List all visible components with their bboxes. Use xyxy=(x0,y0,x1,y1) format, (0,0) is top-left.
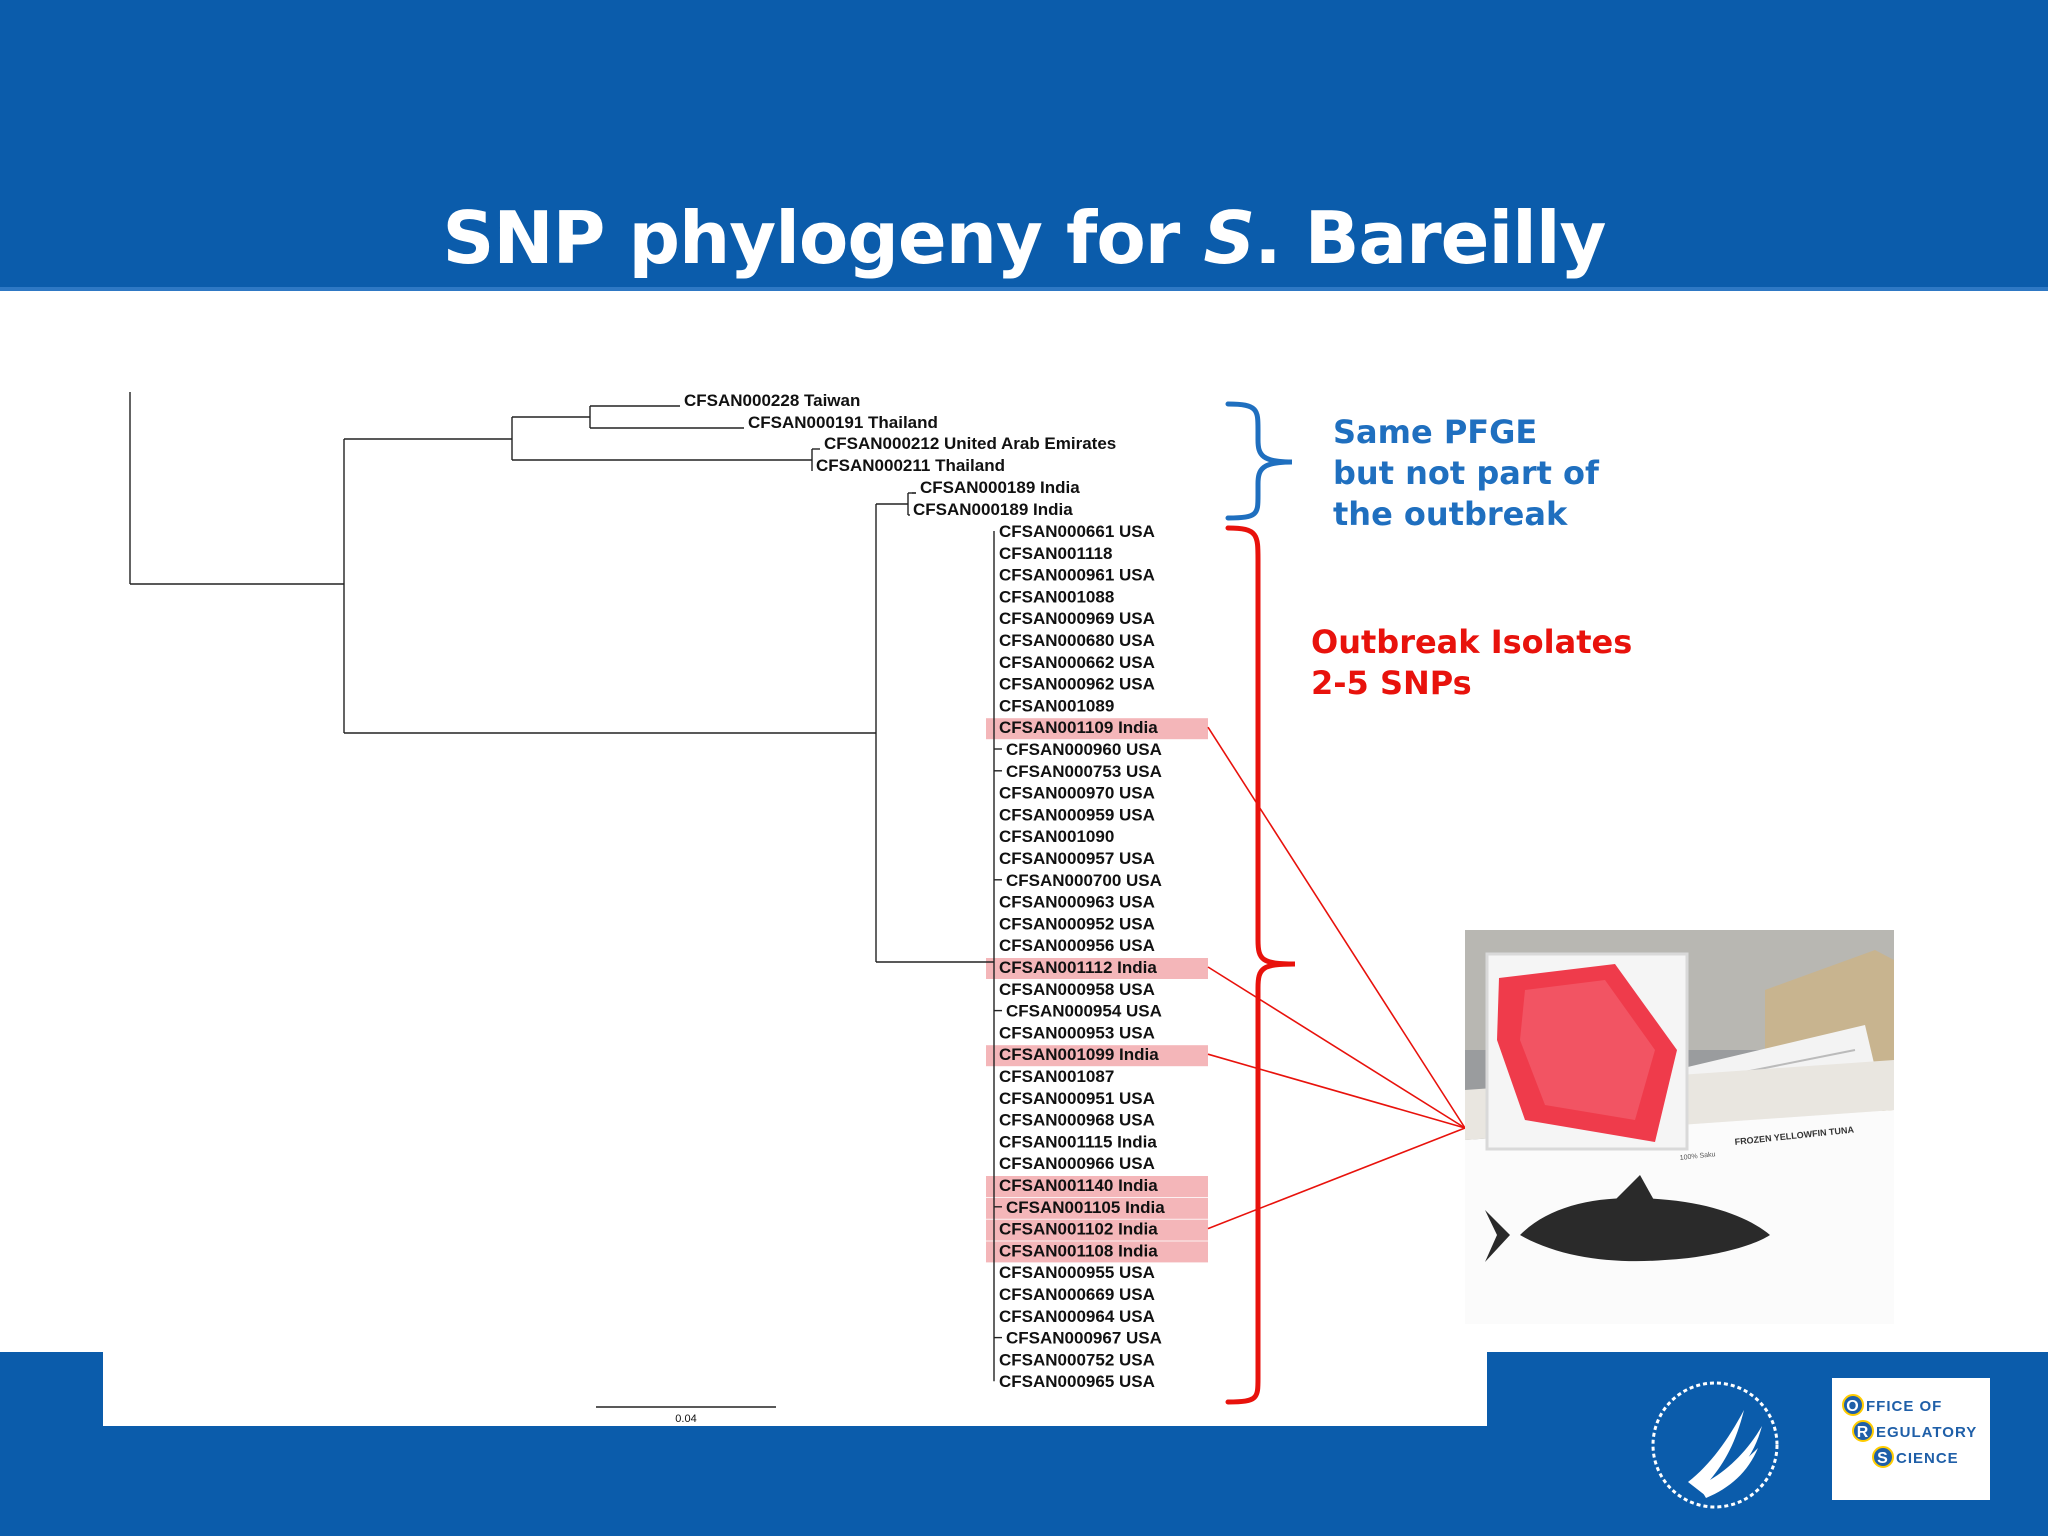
outbreak-tip-label: CFSAN001087 xyxy=(999,1067,1114,1086)
outbreak-tip-label: CFSAN001108 India xyxy=(999,1241,1158,1260)
outbreak-tip-label: CFSAN001118 xyxy=(999,544,1112,563)
annotation-same-pfge: Same PFGE but not part of the outbreak xyxy=(1333,412,1599,535)
photo-connector xyxy=(1207,1053,1466,1129)
outbreak-tip-label: CFSAN000700 USA xyxy=(1006,871,1162,890)
ors-rest-office: FFICE OF xyxy=(1866,1398,1943,1415)
hhs-logo xyxy=(1640,1370,1790,1520)
slide-title: SNP phylogeny for S. Bareilly xyxy=(0,196,2048,280)
tip-highlight xyxy=(986,1045,1208,1067)
outbreak-tip-label: CFSAN001089 xyxy=(999,696,1114,715)
tip-highlight xyxy=(986,718,1208,740)
outbreak-tip-label: CFSAN000662 USA xyxy=(999,653,1155,672)
outbreak-tip-label: CFSAN000957 USA xyxy=(999,849,1155,868)
outbreak-tip-label: CFSAN000969 USA xyxy=(999,609,1155,628)
outgroup-tip-label: CFSAN000191 Thailand xyxy=(748,413,938,432)
annotation-outbreak-isolates: Outbreak Isolates 2-5 SNPs xyxy=(1311,622,1632,704)
header-band xyxy=(0,0,2048,287)
annotation-blue-line: but not part of xyxy=(1333,454,1599,492)
outbreak-tip-label: CFSAN000958 USA xyxy=(999,980,1155,999)
photo-connector xyxy=(1207,966,1466,1129)
outgroup-tip-label: CFSAN000211 Thailand xyxy=(816,456,1005,475)
outbreak-tip-label: CFSAN001099 India xyxy=(999,1045,1159,1064)
outbreak-tip-label: CFSAN000955 USA xyxy=(999,1263,1155,1282)
scale-bar: 0.04 xyxy=(596,1406,776,1425)
title-italic: S xyxy=(1203,196,1255,280)
ors-initial-s: S xyxy=(1872,1446,1894,1468)
tuna-box-photo: FROZEN YELLOWFIN TUNA 100% Saku xyxy=(1465,930,1894,1324)
tip-highlight xyxy=(986,1241,1208,1263)
red-bracket xyxy=(1225,525,1296,1405)
outbreak-tip-label: CFSAN000753 USA xyxy=(1006,762,1162,781)
outbreak-tip-label: CFSAN000962 USA xyxy=(999,675,1155,694)
branch-layer xyxy=(129,392,1002,1382)
photo-connector xyxy=(1207,1127,1466,1230)
outbreak-tip-label: CFSAN001105 India xyxy=(1006,1198,1165,1217)
outbreak-tip-label: CFSAN000752 USA xyxy=(999,1350,1155,1369)
outbreak-tip-label: CFSAN001112 India xyxy=(999,958,1157,977)
outbreak-tip-label: CFSAN000669 USA xyxy=(999,1285,1155,1304)
outbreak-tip-label: CFSAN001109 India xyxy=(999,718,1158,737)
ors-rest-regulatory: EGULATORY xyxy=(1876,1424,1978,1441)
title-prefix: SNP phylogeny for xyxy=(442,196,1204,280)
annotation-blue-line: the outbreak xyxy=(1333,495,1568,533)
tip-highlight xyxy=(986,1197,1208,1219)
ors-initial-o: O xyxy=(1842,1394,1864,1416)
outbreak-tip-label: CFSAN000964 USA xyxy=(999,1307,1155,1326)
outbreak-tip-label: CFSAN000968 USA xyxy=(999,1111,1155,1130)
tip-highlight xyxy=(986,1219,1208,1241)
outbreak-tip-label: CFSAN000967 USA xyxy=(1006,1329,1162,1348)
outbreak-tip-label: CFSAN001102 India xyxy=(999,1220,1158,1239)
outbreak-tip-label: CFSAN000951 USA xyxy=(999,1089,1155,1108)
header-rule xyxy=(0,287,2048,291)
annotation-red-line: Outbreak Isolates xyxy=(1311,623,1633,661)
box-sublabel: 100% Saku xyxy=(1679,1151,1715,1162)
outbreak-tip-label: CFSAN000966 USA xyxy=(999,1154,1155,1173)
outbreak-tip-label: CFSAN000963 USA xyxy=(999,893,1155,912)
outbreak-tip-label: CFSAN000965 USA xyxy=(999,1372,1155,1391)
title-suffix: . Bareilly xyxy=(1254,196,1606,280)
outbreak-tip-label: CFSAN000954 USA xyxy=(1006,1002,1162,1021)
outbreak-tip-label: CFSAN000680 USA xyxy=(999,631,1155,650)
outgroup-tip-label: CFSAN000228 Taiwan xyxy=(684,391,860,410)
ors-initial-r: R xyxy=(1852,1420,1874,1442)
tip-highlight xyxy=(986,1176,1208,1197)
outgroup-tip-label: CFSAN000189 India xyxy=(920,478,1080,497)
outbreak-tip-label: CFSAN000661 USA xyxy=(999,522,1155,541)
outbreak-tip-label: CFSAN001090 xyxy=(999,827,1114,846)
outbreak-tip-label: CFSAN000959 USA xyxy=(999,805,1155,824)
outbreak-tip-label: CFSAN001088 xyxy=(999,587,1114,606)
photo-connector-layer xyxy=(1207,726,1466,1230)
outbreak-tip-label: CFSAN000960 USA xyxy=(1006,740,1162,759)
scale-bar-label: 0.04 xyxy=(675,1413,696,1425)
outgroup-tip-label: CFSAN000189 India xyxy=(913,500,1073,519)
outbreak-tip-label: CFSAN001115 India xyxy=(999,1132,1157,1151)
ors-rest-science: CIENCE xyxy=(1896,1450,1959,1467)
blue-bracket xyxy=(1225,401,1293,521)
outbreak-tip-label: CFSAN000956 USA xyxy=(999,936,1155,955)
outgroup-tip-label: CFSAN000212 United Arab Emirates xyxy=(824,434,1116,453)
hhs-eagle-icon xyxy=(1651,1381,1779,1509)
outbreak-tip-label: CFSAN001140 India xyxy=(999,1176,1158,1195)
annotation-red-line: 2-5 SNPs xyxy=(1311,664,1472,702)
outbreak-tip-label: CFSAN000953 USA xyxy=(999,1023,1155,1042)
outbreak-tip-label: CFSAN000970 USA xyxy=(999,784,1155,803)
tuna-box-illustration: FROZEN YELLOWFIN TUNA 100% Saku xyxy=(1465,930,1894,1324)
outbreak-tip-label: CFSAN000961 USA xyxy=(999,566,1155,585)
outbreak-tip-label: CFSAN000952 USA xyxy=(999,914,1155,933)
highlight-layer xyxy=(986,718,1208,1263)
photo-connector xyxy=(1207,726,1466,1129)
tip-highlight xyxy=(986,958,1208,979)
annotation-blue-line: Same PFGE xyxy=(1333,413,1538,451)
